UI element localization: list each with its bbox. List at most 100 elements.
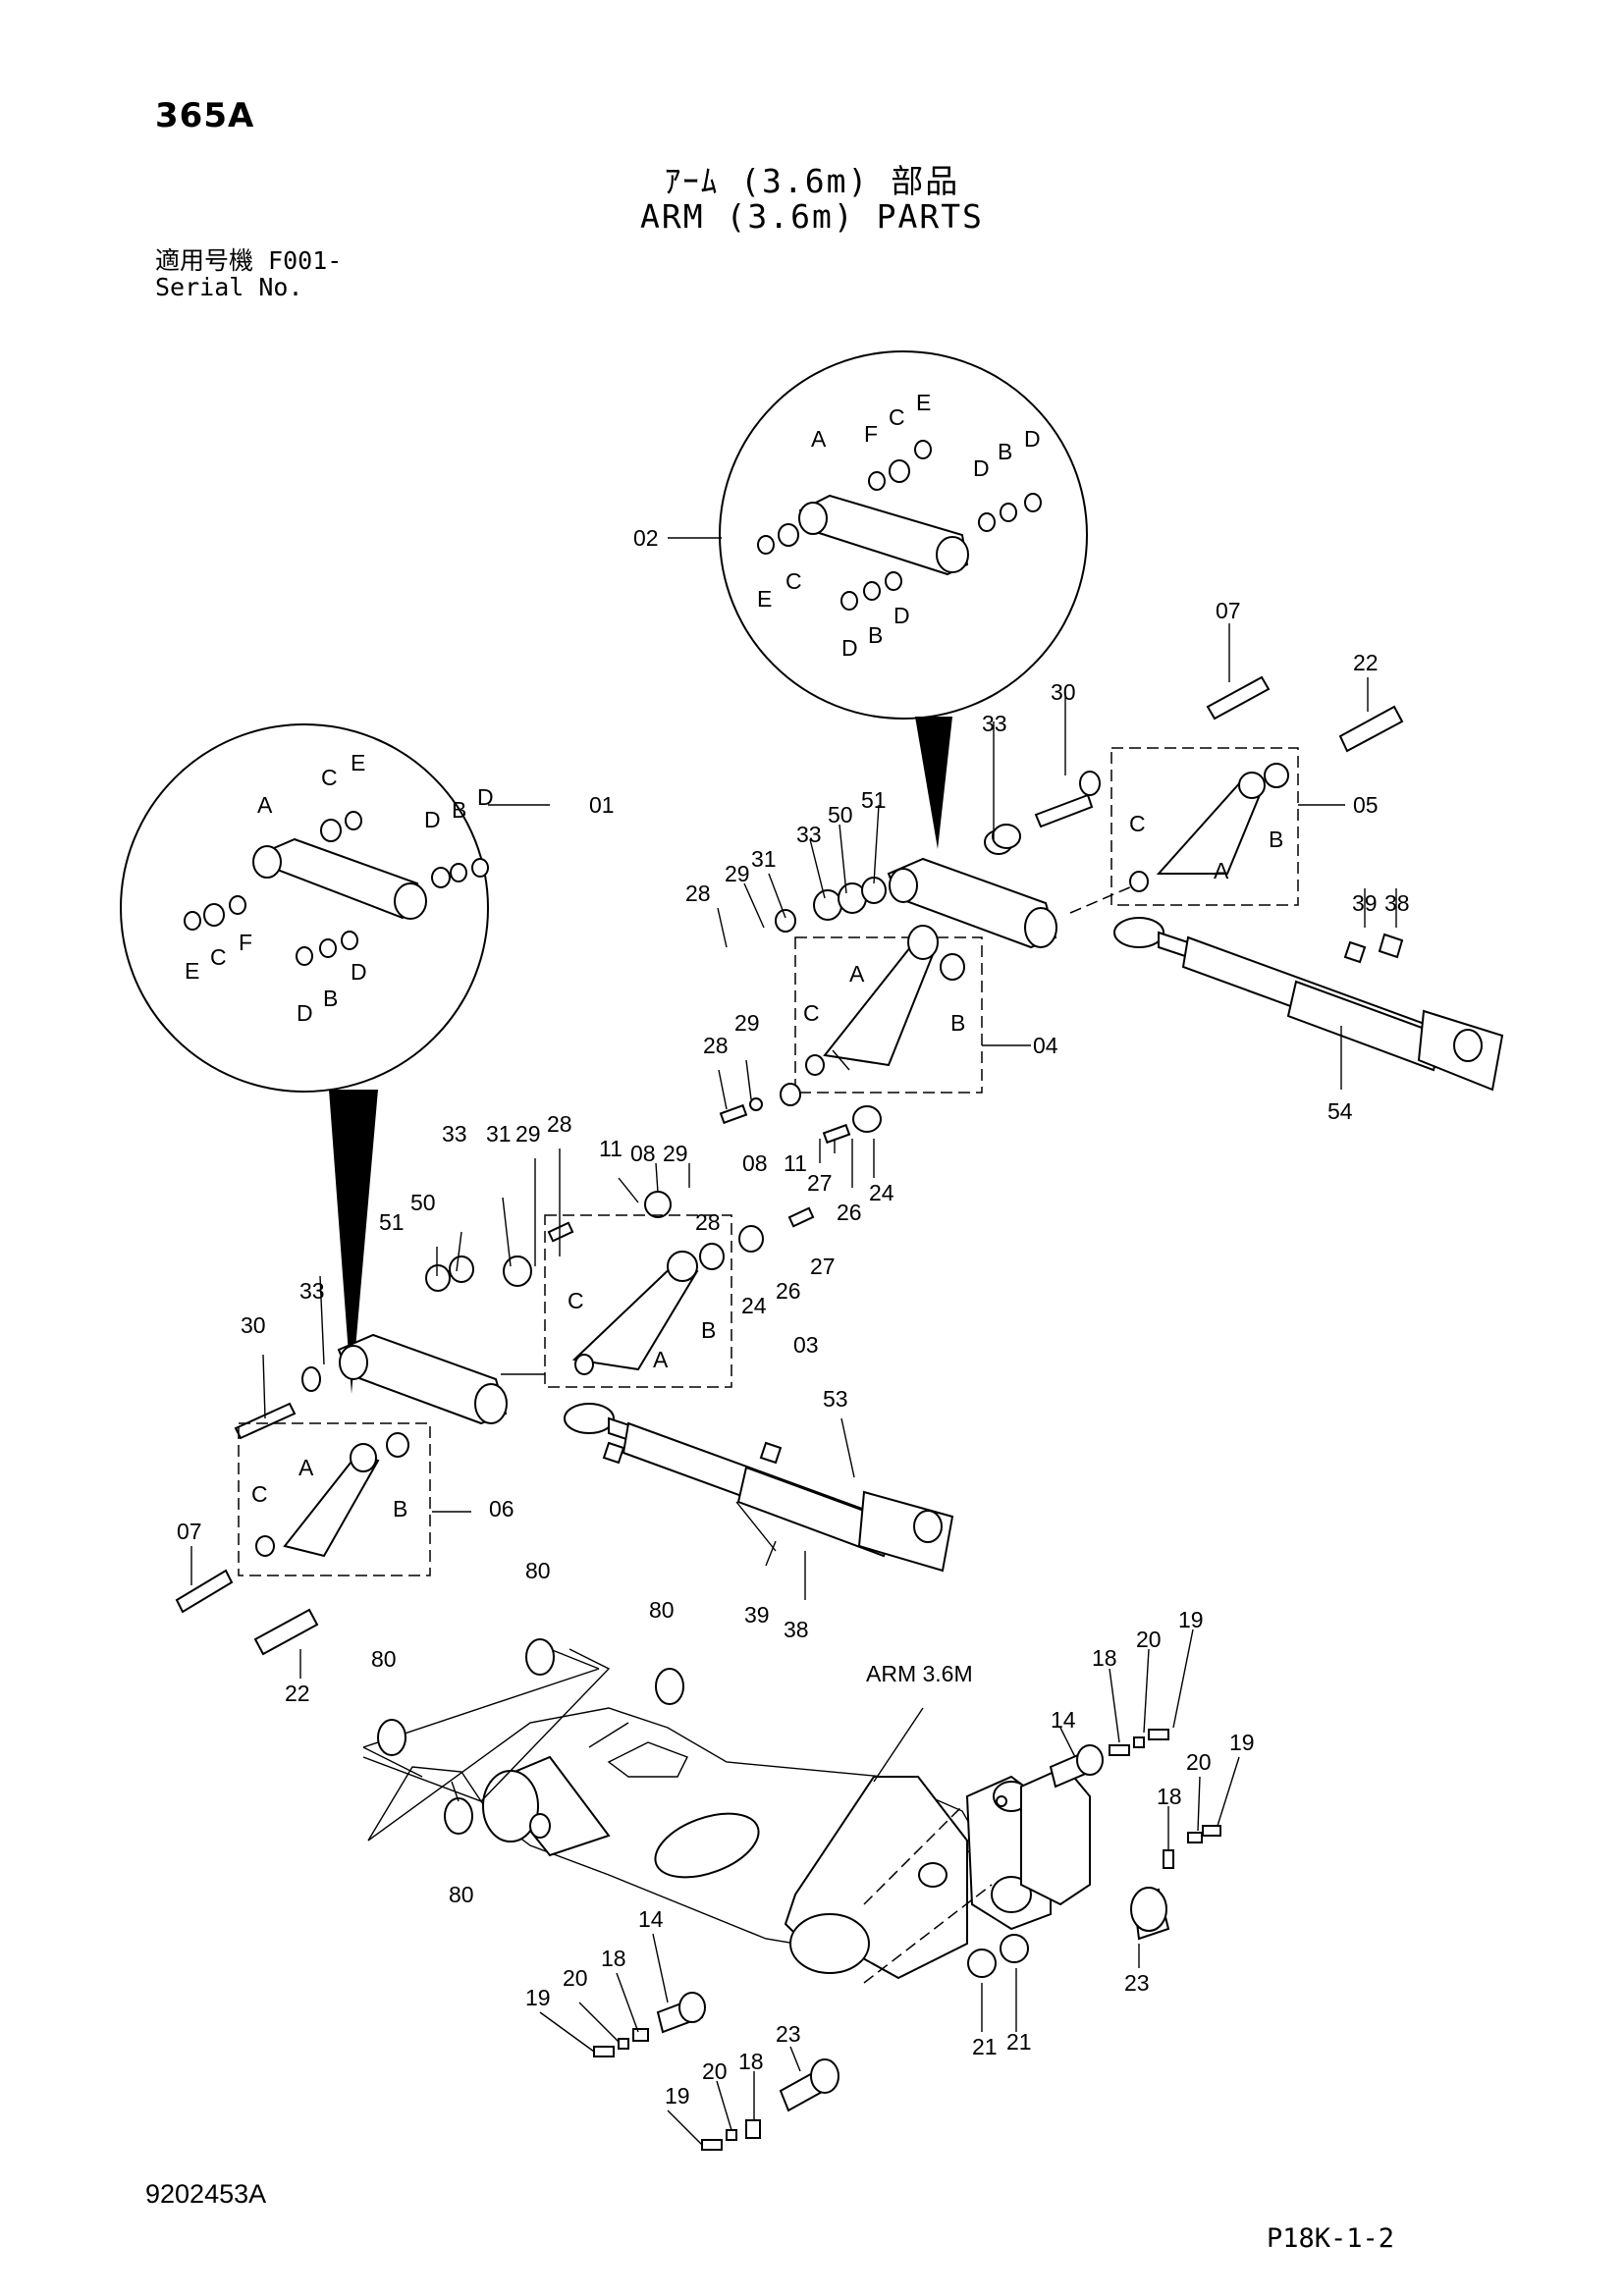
callout-80-c: 80 xyxy=(649,1597,675,1623)
letter-C: C xyxy=(568,1288,584,1313)
cylinder-53 xyxy=(564,1403,954,1573)
callout-54: 54 xyxy=(1327,1098,1353,1124)
callout-39-lower: 39 xyxy=(744,1602,770,1628)
callout-18-c: 18 xyxy=(601,1946,626,1971)
letter-F: F xyxy=(864,421,878,447)
leader-lines xyxy=(190,623,1397,2146)
detail-circle-01 xyxy=(120,723,550,1394)
serial-label-japanese: 適用号機 F001- xyxy=(155,246,343,275)
document-number: 9202453A xyxy=(145,2179,267,2209)
callout-30-upper: 30 xyxy=(1051,679,1076,705)
callout-33-upper-b: 33 xyxy=(796,822,822,847)
callout-26-upper: 26 xyxy=(837,1200,862,1225)
cylinder-54 xyxy=(1113,917,1504,1092)
callout-19-b: 19 xyxy=(1229,1730,1255,1755)
callout-14-upper: 14 xyxy=(1051,1707,1076,1733)
callout-30-lower: 30 xyxy=(241,1312,266,1338)
letter-B: B xyxy=(950,1010,965,1036)
letter-C: C xyxy=(1129,811,1146,836)
callout-80-b: 80 xyxy=(525,1558,551,1583)
callout-29-upper-b: 29 xyxy=(734,1010,760,1036)
letter-E: E xyxy=(757,586,772,612)
callout-27-lower: 27 xyxy=(810,1254,836,1279)
callout-05: 05 xyxy=(1353,792,1379,818)
letter-F: F xyxy=(239,930,252,955)
callout-80-a: 80 xyxy=(371,1646,397,1672)
callout-29-lower-b: 29 xyxy=(663,1141,688,1166)
callout-11-lower: 11 xyxy=(599,1136,623,1161)
callout-11-upper: 11 xyxy=(784,1150,807,1176)
arm-size-label: ARM 3.6M xyxy=(866,1661,973,1686)
callout-18-d: 18 xyxy=(738,2049,764,2074)
callout-23-lower: 23 xyxy=(776,2021,801,2047)
lower-link-assembly xyxy=(175,1191,815,1656)
callout-51-lower: 51 xyxy=(379,1209,405,1235)
page-title-japanese: ｱｰﾑ (3.6m) 部品 xyxy=(664,162,960,200)
callout-08-upper: 08 xyxy=(742,1150,768,1176)
callout-22-lower: 22 xyxy=(285,1681,310,1706)
letter-E: E xyxy=(916,390,931,415)
letter-B: B xyxy=(452,797,466,823)
serial-number-label: 適用号機 F001- Serial No. xyxy=(155,247,342,300)
callout-20-b: 20 xyxy=(1186,1749,1212,1775)
callout-39-upper: 39 xyxy=(1352,890,1378,916)
callout-19-d: 19 xyxy=(665,2083,690,2109)
callout-02: 02 xyxy=(633,525,659,551)
callout-19-c: 19 xyxy=(525,1985,551,2010)
letter-D: D xyxy=(1024,426,1041,452)
letter-D: D xyxy=(297,1000,313,1026)
callout-31-upper: 31 xyxy=(751,846,777,872)
callout-14-lower: 14 xyxy=(638,1906,664,1932)
callout-50-lower: 50 xyxy=(410,1190,436,1215)
callout-28-upper-a: 28 xyxy=(685,881,711,906)
part-callouts: 01 02 03 04 05 06 07 07 08 08 11 11 14 1… xyxy=(177,525,1410,2109)
page-reference: P18K-1-2 xyxy=(1267,2223,1395,2254)
callout-27-upper: 27 xyxy=(807,1170,833,1196)
callout-20-d: 20 xyxy=(702,2058,728,2084)
callout-06: 06 xyxy=(489,1496,514,1522)
callout-07-lower: 07 xyxy=(177,1519,202,1544)
model-number: 365A xyxy=(155,96,255,135)
letter-B: B xyxy=(868,622,883,648)
callout-80-d: 80 xyxy=(449,1882,474,1907)
callout-08-lower: 08 xyxy=(630,1141,656,1166)
letter-A: A xyxy=(298,1455,314,1480)
callout-04: 04 xyxy=(1033,1033,1058,1058)
callout-28-upper-b: 28 xyxy=(703,1033,729,1058)
detail-circle-02 xyxy=(668,350,1088,849)
letter-B: B xyxy=(998,439,1012,464)
link-group-04 xyxy=(719,925,983,1145)
letter-A: A xyxy=(1214,858,1229,883)
callout-18-a: 18 xyxy=(1092,1645,1117,1671)
letter-E: E xyxy=(351,750,365,775)
callout-23-right: 23 xyxy=(1124,1970,1150,1996)
callout-07-upper: 07 xyxy=(1216,598,1241,623)
callout-21-a: 21 xyxy=(972,2034,998,2059)
callout-24-upper: 24 xyxy=(869,1180,894,1205)
page-title: ARM (3.6m) PARTS xyxy=(640,197,984,236)
letter-D: D xyxy=(841,635,858,661)
arm-body xyxy=(362,1648,1091,1984)
callout-03: 03 xyxy=(793,1332,819,1358)
callout-20-c: 20 xyxy=(563,1965,588,1991)
callout-18-b: 18 xyxy=(1157,1784,1182,1809)
callout-24-lower: 24 xyxy=(741,1293,767,1318)
callout-31-lower: 31 xyxy=(486,1121,512,1147)
letter-A: A xyxy=(849,961,865,987)
callout-26-lower: 26 xyxy=(776,1278,801,1304)
letter-E: E xyxy=(185,958,199,984)
callout-22-upper: 22 xyxy=(1353,650,1379,675)
callout-38-upper: 38 xyxy=(1384,890,1410,916)
seals-80 xyxy=(362,1638,684,1835)
callout-50-upper: 50 xyxy=(828,802,853,828)
callout-33-lower-b: 33 xyxy=(299,1278,325,1304)
callout-20-a: 20 xyxy=(1136,1627,1162,1652)
arm-pins xyxy=(593,1729,1221,2151)
letter-D: D xyxy=(424,807,441,832)
callout-28-lower-b: 28 xyxy=(695,1209,721,1235)
callout-29-lower-a: 29 xyxy=(515,1121,541,1147)
callout-33-upper-a: 33 xyxy=(982,711,1007,736)
callout-19-a: 19 xyxy=(1178,1607,1204,1632)
callout-33-lower-a: 33 xyxy=(442,1121,467,1147)
